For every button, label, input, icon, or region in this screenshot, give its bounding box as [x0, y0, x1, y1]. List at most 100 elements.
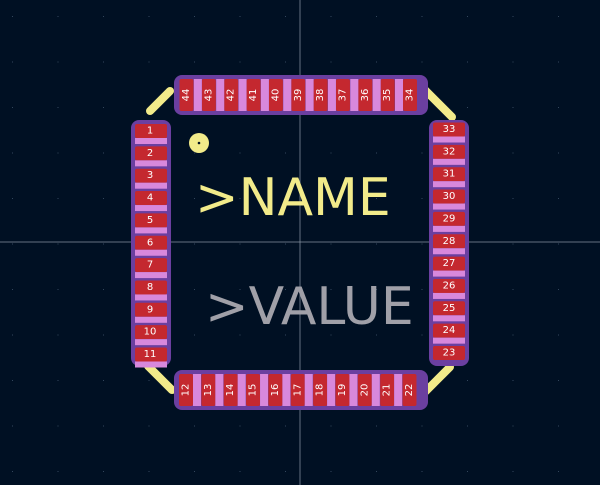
grid-dot [376, 471, 377, 472]
grid-dot [421, 243, 423, 245]
pad-number-label: 34 [405, 89, 416, 102]
grid-dot [194, 289, 195, 290]
grid-dot [467, 61, 468, 63]
pad: 24 [433, 323, 465, 344]
pad-number-label: 27 [443, 258, 456, 269]
grid-dot [12, 334, 13, 336]
pad: 29 [433, 211, 465, 232]
grid-dot [558, 61, 559, 63]
pad-copper [402, 374, 417, 406]
pad-number-label: 33 [443, 124, 456, 135]
pad-number-label: 4 [147, 193, 153, 204]
grid-dot [57, 16, 59, 17]
pad-gap [260, 79, 269, 111]
silk-corner-top-right [421, 86, 456, 121]
pad-gap [282, 374, 291, 406]
pad-number-label: 31 [443, 169, 456, 180]
grid-dot [330, 61, 332, 63]
pad-gap [135, 138, 167, 144]
grid-dot [194, 16, 195, 17]
grid-dot [194, 334, 195, 336]
pad-copper [135, 191, 167, 206]
grid-dot [421, 16, 423, 17]
grid-dot [148, 380, 150, 381]
grid-dot [512, 471, 514, 472]
pad: 36 [350, 79, 373, 111]
pad-number-label: 13 [203, 384, 214, 397]
grid-dot [103, 152, 104, 154]
pad: 18 [313, 374, 336, 406]
grid-dot [57, 243, 59, 245]
pad-number-label: 38 [315, 89, 326, 102]
pad-number-label: 36 [360, 89, 371, 102]
pad: 31 [433, 167, 465, 188]
grid-dot [421, 289, 423, 290]
pad-number-label: 21 [382, 384, 393, 397]
pin1-marker-center [197, 141, 201, 145]
pad-copper [135, 258, 167, 273]
grid-dot [239, 289, 241, 290]
pad-number-label: 32 [443, 146, 456, 157]
pad-gap [193, 374, 201, 406]
grid-dot [512, 380, 514, 381]
pad-copper [135, 302, 167, 317]
pad-gap [135, 316, 167, 323]
pad-number-label: 23 [443, 348, 456, 359]
pad: 11 [135, 347, 167, 368]
pad-copper [357, 374, 372, 406]
grid-dot [57, 198, 59, 199]
pad-number-label: 14 [225, 384, 236, 397]
pad-copper [135, 235, 167, 250]
pad-copper [433, 211, 465, 226]
grid-dot [467, 16, 468, 17]
grid-dot [103, 107, 104, 108]
pad-number-label: 16 [270, 384, 281, 397]
grid-dot [467, 380, 468, 381]
grid-dot [12, 243, 13, 245]
pad-gap [135, 249, 167, 256]
pad-number-label: 35 [382, 89, 393, 102]
pad: 34 [395, 79, 417, 111]
pad: 20 [357, 374, 380, 406]
grid-dot [376, 198, 377, 199]
grid-dot [421, 198, 423, 199]
pad-number-label: 17 [292, 384, 303, 397]
pad: 37 [327, 79, 350, 111]
pad-copper [380, 79, 395, 111]
pad-copper [433, 144, 465, 159]
grid-dot [512, 152, 514, 154]
pad-copper [268, 374, 283, 406]
grid-dot [512, 107, 514, 108]
grid-dot [239, 61, 241, 63]
grid-dot [239, 243, 241, 245]
grid-dot [421, 471, 423, 472]
grid-dot [194, 61, 195, 63]
pad-gap [283, 79, 292, 111]
pad-copper [135, 347, 167, 362]
pad-copper [433, 234, 465, 249]
grid-dot [512, 198, 514, 199]
pad-copper [135, 146, 167, 161]
pad-gap [135, 339, 167, 346]
grid-dot [239, 152, 241, 154]
grid-dot [376, 334, 377, 336]
pad-gap [394, 374, 403, 406]
pad-number-label: 42 [226, 89, 237, 102]
pad: 23 [433, 346, 465, 360]
grid-dot [57, 61, 59, 63]
pad-copper [433, 122, 465, 137]
pad-copper [403, 79, 417, 111]
pad-number-label: 9 [147, 304, 153, 315]
pad-copper [433, 323, 465, 338]
grid-dot [103, 380, 104, 381]
grid-dot [558, 471, 559, 472]
pad-gap [433, 248, 465, 255]
pad-number-label: 18 [315, 384, 326, 397]
grid-dot [194, 425, 195, 427]
pad-copper [380, 374, 395, 406]
grid-dot [285, 243, 286, 245]
pad-copper [223, 374, 238, 406]
pad-copper [433, 189, 465, 204]
pad: 27 [433, 256, 465, 277]
pad: 15 [246, 374, 269, 406]
